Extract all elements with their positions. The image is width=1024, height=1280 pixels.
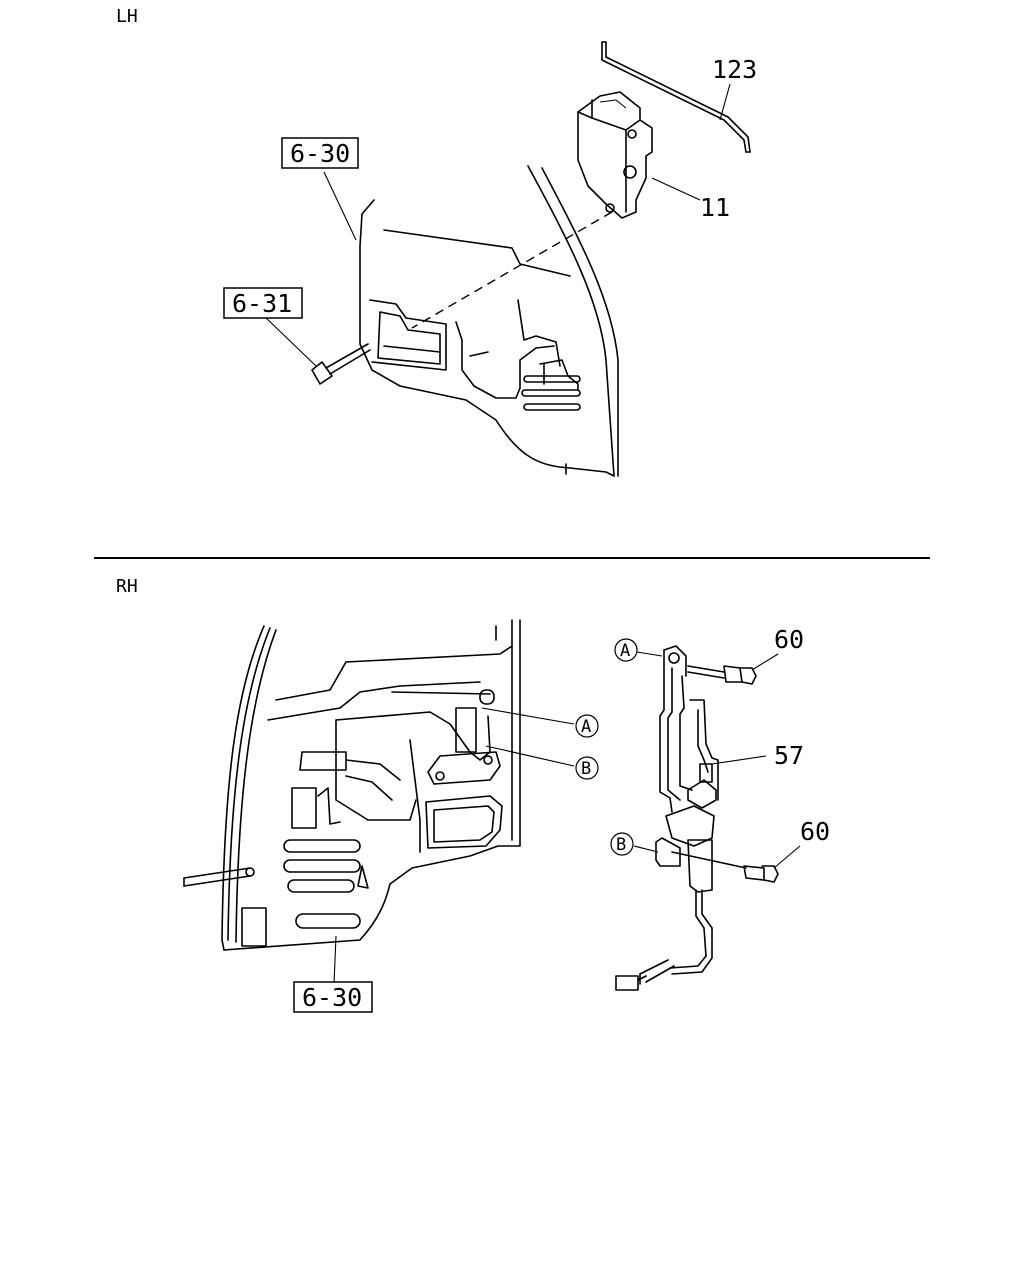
- callout-123: 123: [712, 55, 757, 84]
- callout-60-lower: 60: [800, 817, 830, 846]
- callout-6-31: 6-31: [232, 289, 292, 318]
- callout-rh-6-30: 6-30: [302, 983, 362, 1012]
- callout-box-lh-6-30: [281, 137, 359, 169]
- callout-57: 57: [774, 741, 804, 770]
- section-label-lh: LH: [116, 6, 138, 27]
- assembly-dashed-line: [411, 211, 613, 329]
- marker-a-part: A: [620, 641, 630, 661]
- callout-11: 11: [700, 193, 730, 222]
- marker-circle-b-part: [610, 832, 634, 856]
- marker-circle-a-door: [575, 714, 599, 738]
- screw-6-31: [311, 343, 371, 385]
- marker-circle-a-part: [614, 638, 638, 662]
- rh-door-inner-panel: [183, 619, 521, 951]
- callout-60-upper: 60: [774, 625, 804, 654]
- bolt-60-lower: [671, 851, 779, 883]
- leader-line-57: [711, 755, 767, 765]
- marker-a-door: A: [581, 717, 591, 737]
- leader-line-rh-6-30: [333, 935, 337, 985]
- leader-line-a-part: [636, 651, 663, 657]
- lh-door-inner-panel: [359, 165, 619, 477]
- leader-line-6-31: [263, 315, 317, 367]
- rod-part-123: [601, 41, 751, 153]
- leader-line-lh-6-30: [323, 171, 357, 241]
- callout-box-rh-6-30: [293, 981, 373, 1013]
- door-lock-actuator-57: [615, 645, 719, 991]
- leader-line-b-door: [485, 745, 575, 767]
- marker-b-door: B: [581, 759, 591, 779]
- leader-line-11: [651, 177, 701, 201]
- callout-lh-6-30: 6-30: [290, 139, 350, 168]
- leader-line-60-upper: [751, 653, 779, 671]
- marker-circle-b-door: [575, 756, 599, 780]
- leader-line-123: [719, 83, 731, 121]
- callout-box-6-31: [223, 287, 303, 319]
- leader-line-a-door: [481, 707, 575, 725]
- leader-line-60-lower: [773, 845, 801, 869]
- leader-line-b-part: [633, 845, 659, 853]
- section-label-rh: RH: [116, 576, 138, 597]
- door-lock-actuator-11: [577, 91, 653, 219]
- bolt-60-upper: [687, 665, 757, 685]
- marker-b-part: B: [616, 835, 626, 855]
